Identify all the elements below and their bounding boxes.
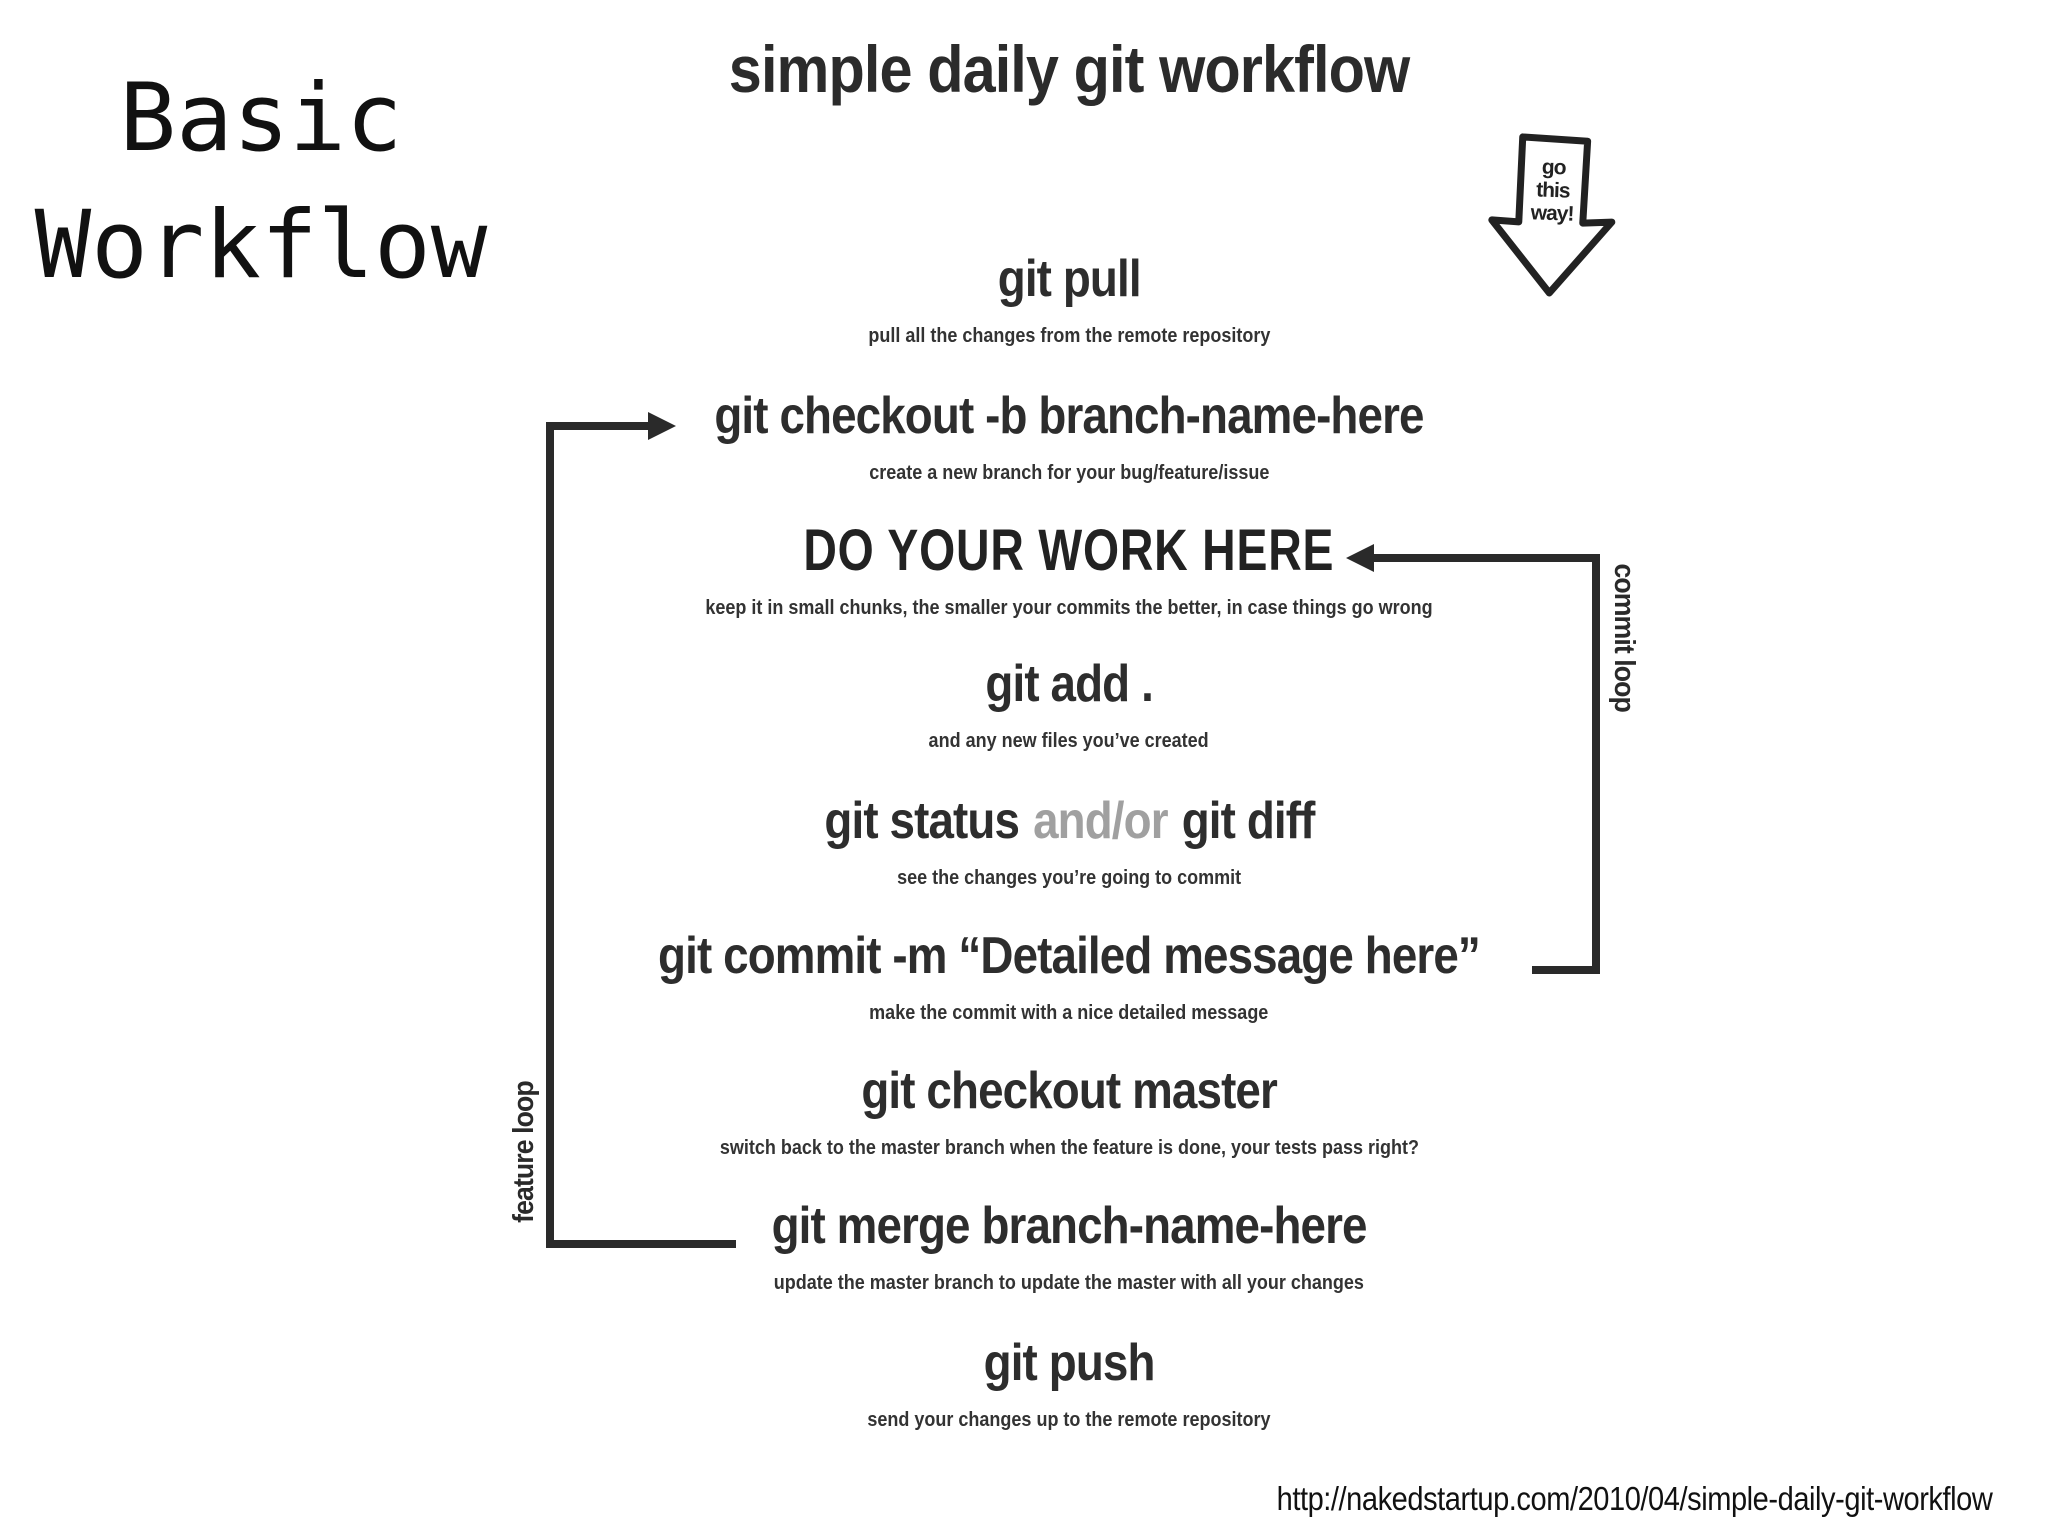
and-or-text: and/or	[1032, 792, 1168, 850]
go-this-way-arrow: go this way!	[1479, 128, 1625, 305]
command-description: switch back to the master branch when th…	[719, 1137, 1419, 1159]
command-description: and any new files you’ve created	[928, 730, 1210, 752]
command-description: keep it in small chunks, the smaller you…	[705, 597, 1433, 619]
command-description: see the changes you’re going to commit	[896, 867, 1242, 889]
feature-loop-arrowhead-icon	[648, 412, 676, 440]
command-text: git commit -m “Detailed message here”	[658, 927, 1481, 985]
feature-loop-vertical-line	[546, 422, 554, 1248]
command-description: make the commit with a nice detailed mes…	[869, 1002, 1269, 1024]
source-url: http://nakedstartup.com/2010/04/simple-d…	[1276, 1480, 1992, 1517]
command-text: git pull	[997, 250, 1142, 308]
step-git-add: git add . and any new files you’ve creat…	[369, 654, 1769, 752]
slide-title-line2: Workflow	[34, 191, 488, 300]
commit-loop-top-line	[1374, 554, 1600, 562]
command-text: git checkout master	[861, 1062, 1277, 1120]
feature-loop-top-line	[546, 422, 648, 430]
commit-loop-arrowhead-icon	[1346, 544, 1374, 572]
step-git-push: git push send your changes up to the rem…	[369, 1333, 1769, 1431]
command-text: git checkout -b branch-name-here	[714, 387, 1424, 445]
slide-title: Basic Workflow	[11, 55, 511, 309]
command-description: update the master branch to update the m…	[773, 1272, 1365, 1294]
command-text: DO YOUR WORK HERE	[803, 518, 1335, 583]
command-git-diff: git diff	[1181, 792, 1315, 850]
command-text: git add .	[985, 655, 1153, 713]
slide-title-line1: Basic	[119, 64, 403, 173]
step-git-commit: git commit -m “Detailed message here” ma…	[369, 926, 1769, 1024]
step-git-checkout-branch: git checkout -b branch-name-here create …	[369, 386, 1769, 484]
command-description: pull all the changes from the remote rep…	[867, 325, 1271, 347]
command-text: git push	[983, 1334, 1156, 1392]
step-git-merge: git merge branch-name-here update the ma…	[369, 1196, 1769, 1294]
feature-loop-label: feature loop	[508, 1081, 540, 1223]
commit-loop-label: commit loop	[1608, 563, 1640, 713]
commit-loop-vertical-line	[1592, 554, 1600, 974]
commit-loop-bottom-line	[1532, 966, 1600, 974]
command-description: create a new branch for your bug/feature…	[868, 462, 1270, 484]
step-git-checkout-master: git checkout master switch back to the m…	[369, 1061, 1769, 1159]
diagram-title: simple daily git workflow	[728, 32, 1410, 106]
step-git-pull: git pull pull all the changes from the r…	[369, 249, 1769, 347]
step-do-your-work-here: DO YOUR WORK HERE keep it in small chunk…	[369, 518, 1769, 620]
command-git-status: git status	[823, 792, 1019, 850]
go-this-way-label: go this way!	[1530, 155, 1574, 226]
command-text: git merge branch-name-here	[771, 1197, 1367, 1255]
command-description: send your changes up to the remote repos…	[867, 1409, 1271, 1431]
down-arrow-icon	[1488, 133, 1616, 297]
feature-loop-bottom-line	[546, 1240, 736, 1248]
